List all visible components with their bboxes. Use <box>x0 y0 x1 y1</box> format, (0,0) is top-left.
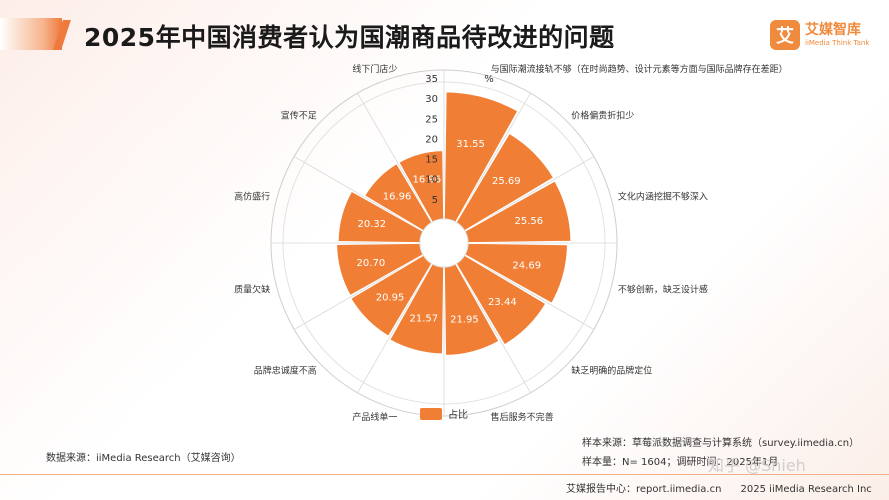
logo-badge-icon: 艾 <box>770 20 800 50</box>
value-label: 24.69 <box>512 261 541 272</box>
grid-spoke <box>293 156 424 232</box>
page-title: 2025年中国消费者认为国潮商品待改进的问题 <box>84 23 615 52</box>
grid-spoke <box>455 92 531 223</box>
value-label: 23.44 <box>488 297 517 308</box>
footer-divider <box>0 474 889 475</box>
category-label: 线下门店少 <box>352 63 397 75</box>
value-label: 16.96 <box>413 174 442 185</box>
radial-unit-label: % <box>484 74 494 85</box>
radial-tick-label: 20 <box>425 134 438 145</box>
value-label: 25.56 <box>515 216 544 227</box>
grid-spoke <box>357 92 433 223</box>
grid-spoke <box>464 156 595 232</box>
radial-tick-label: 10 <box>425 175 438 186</box>
footer-credits: 艾媒报告中心：report.iimedia.cn 2025 iiMedia Re… <box>566 480 872 495</box>
inner-hole <box>419 218 469 268</box>
chart-legend: 占比 <box>420 406 468 421</box>
value-label: 21.95 <box>450 315 479 326</box>
category-label: 高仿盛行 <box>234 190 270 202</box>
category-label: 与国际潮流接轨不够（在时尚趋势、设计元素等方面与国际品牌存在差距） <box>491 63 788 75</box>
legend-label: 占比 <box>448 410 468 421</box>
radial-tick-label: 15 <box>425 155 438 166</box>
logo-name-cn: 艾媒智库 <box>805 22 861 38</box>
category-label: 售后服务不完善 <box>491 411 554 423</box>
value-label: 16.96 <box>383 192 412 203</box>
category-label: 文化内涵挖掘不够深入 <box>618 190 708 202</box>
category-label: 品牌忠诚度不高 <box>254 364 317 376</box>
value-label: 20.95 <box>376 292 405 303</box>
sample-info: 样本来源：草莓派数据调查与计算系统（survey.iimedia.cn） 样本量… <box>582 434 859 472</box>
category-label: 不够创新，缺乏设计感 <box>618 284 708 296</box>
report-center-link[interactable]: 艾媒报告中心：report.iimedia.cn <box>566 484 722 495</box>
category-label: 宣传不足 <box>281 110 317 122</box>
watermark: 知乎 @Shieh <box>708 456 806 475</box>
value-label: 20.70 <box>357 258 386 269</box>
radial-tick-label: 25 <box>425 114 438 125</box>
logo-name-en: iiMedia Think Tank <box>805 39 870 47</box>
logo-text: 艾媒智库 iiMedia Think Tank <box>805 22 869 48</box>
legend-swatch <box>420 407 442 420</box>
radial-tick-label: 35 <box>425 74 438 85</box>
category-label: 价格偏贵折扣少 <box>571 110 634 122</box>
value-label: 20.32 <box>357 219 386 230</box>
category-label: 质量欠缺 <box>234 284 270 296</box>
sample-source-note: 样本来源：草莓派数据调查与计算系统（survey.iimedia.cn） <box>582 438 860 449</box>
sample-size-note: 样本量：N= 1604；调研时间：2025年1月 <box>582 457 779 468</box>
grid-spoke <box>455 263 531 394</box>
value-label: 21.57 <box>410 314 439 325</box>
data-source-note: 数据来源：iiMedia Research（艾媒咨询） <box>46 453 241 464</box>
radial-tick-label: 30 <box>425 94 438 105</box>
value-label: 25.69 <box>492 176 521 187</box>
copyright-text: 2025 iiMedia Research Inc <box>740 484 872 495</box>
grid-spoke <box>357 263 433 394</box>
category-label: 缺乏明确的品牌定位 <box>571 364 652 376</box>
value-label: 31.55 <box>456 139 485 150</box>
radial-tick-label: 5 <box>432 195 438 206</box>
brand-logo: 艾 艾媒智库 iiMedia Think Tank <box>770 18 869 52</box>
grid-spoke <box>293 254 424 330</box>
header-accent-bar <box>0 18 62 50</box>
grid-spoke <box>464 254 595 330</box>
category-label: 产品线单一 <box>352 411 397 423</box>
